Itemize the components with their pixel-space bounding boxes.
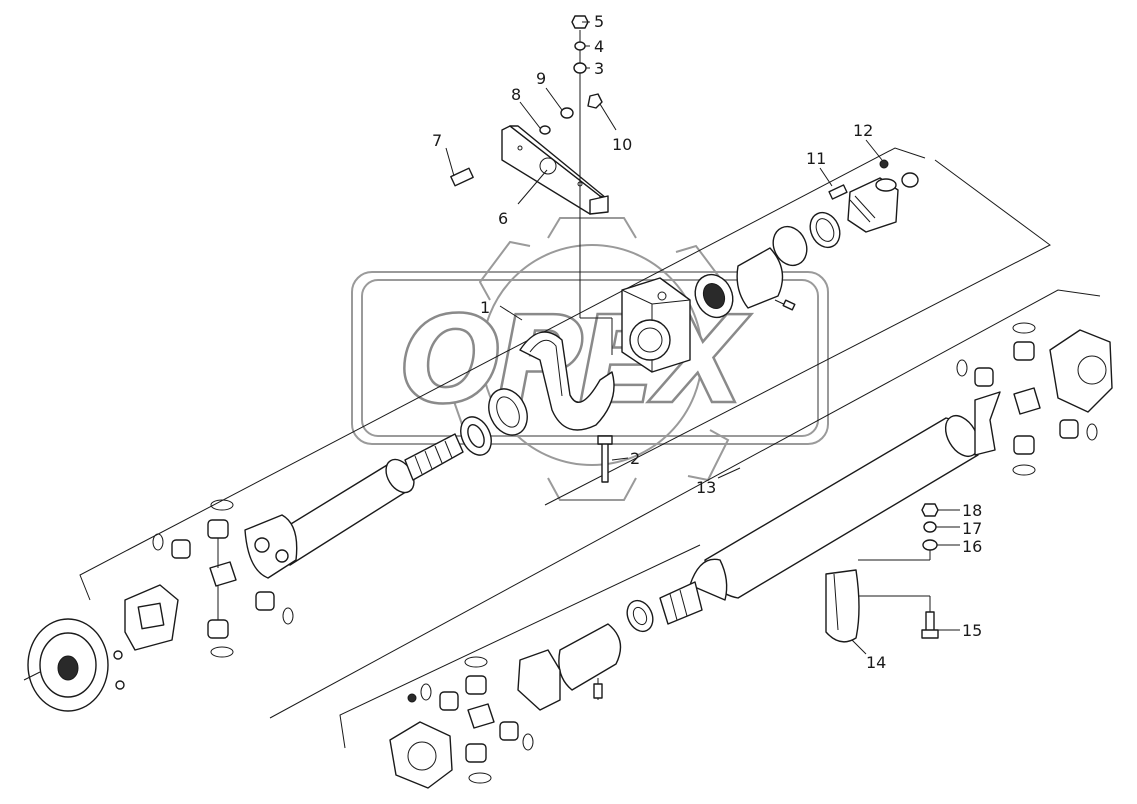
callout-17: 17 [962,519,982,538]
lower-propeller-shaft [517,329,1113,711]
callout-3: 3 [594,59,604,78]
watermark-frame-inner [361,279,819,437]
callout-numbers: 5 4 3 9 8 10 7 6 12 11 1 2 13 18 17 16 1… [432,12,982,672]
callout-8: 8 [511,85,521,104]
callout-10: 10 [612,135,632,154]
watermark-frame [351,271,829,445]
callout-4: 4 [594,37,604,56]
watermark-text: OPEX [400,292,752,431]
lower-support-strap [825,503,939,643]
callout-11: 11 [806,149,826,168]
assembly-boundaries [79,147,1101,749]
callout-13: 13 [696,478,716,497]
callout-12: 12 [853,121,873,140]
center-bearing-assembly [460,159,919,456]
upper-propeller-shaft [23,433,464,712]
watermark-gear [448,217,730,501]
mounting-bracket [501,125,609,215]
callout-5: 5 [594,12,604,31]
callout-18: 18 [962,501,982,520]
callout-1: 1 [480,298,490,317]
callout-9: 9 [536,69,546,88]
watermark-logo: OPEX [351,217,829,501]
callout-7: 7 [432,131,442,150]
bracket-hardware [450,15,613,483]
callout-16: 16 [962,537,982,556]
lower-left-universal-joint-kit [389,656,534,789]
callout-6: 6 [498,209,508,228]
lower-right-universal-joint-kit [956,322,1098,476]
callout-15: 15 [962,621,982,640]
callout-2: 2 [630,449,640,468]
upper-universal-joint-kit [152,499,294,658]
callout-leaders [445,21,960,655]
callout-14: 14 [866,653,886,672]
